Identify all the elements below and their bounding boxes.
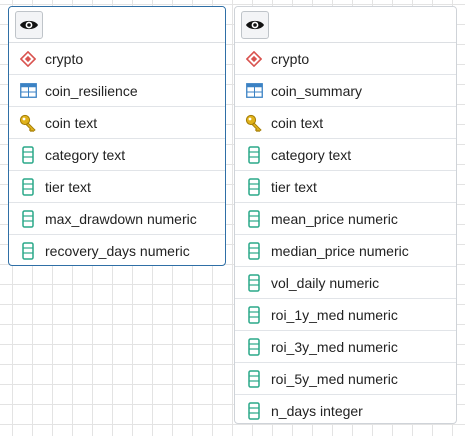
column-label: vol_daily numeric [271,274,380,291]
column-label: category text [271,146,352,163]
column-label: roi_5y_med numeric [271,370,398,387]
column-row[interactable]: tier text [9,171,225,203]
column-label: roi_3y_med numeric [271,338,398,355]
column-icon [19,145,37,164]
column-label: max_drawdown numeric [45,210,197,227]
table-name-row[interactable]: coin_summary [235,75,456,107]
column-label: category text [45,146,126,163]
column-icon [245,402,263,420]
schema-row[interactable]: crypto [235,43,456,75]
column-icon [245,209,263,228]
column-row[interactable]: roi_3y_med numeric [235,331,456,363]
column-icon [245,145,263,164]
card-header [235,7,456,43]
column-row[interactable]: tier text [235,171,456,203]
column-icon [245,305,263,324]
view-toggle-button[interactable] [15,11,43,39]
eye-icon [20,20,38,30]
schema-name: crypto [271,50,310,67]
column-label: mean_price numeric [271,210,398,227]
primary-key-label: coin text [271,114,324,131]
primary-key-row[interactable]: coin text [235,107,456,139]
column-row[interactable]: roi_5y_med numeric [235,363,456,395]
column-label: recovery_days numeric [45,243,190,259]
column-label: tier text [271,178,317,195]
schema-icon [245,50,263,68]
column-label: n_days integer [271,403,363,419]
column-icon [19,177,37,196]
table-name: coin_summary [271,82,363,99]
table-name-row[interactable]: coin_resilience [9,75,225,107]
schema-row[interactable]: crypto [9,43,225,75]
column-label: roi_1y_med numeric [271,306,398,323]
table-icon [245,82,263,100]
column-icon [245,177,263,196]
column-icon [245,369,263,388]
table-name: coin_resilience [45,82,138,99]
table-icon [19,82,37,100]
column-icon [245,273,263,292]
primary-key-row[interactable]: coin text [9,107,225,139]
primary-key-label: coin text [45,114,98,131]
view-toggle-button[interactable] [241,11,269,39]
column-row[interactable]: roi_1y_med numeric [235,299,456,331]
table-card-coin-summary[interactable]: crypto coin_summary coin text [234,6,457,424]
key-icon [19,114,37,132]
column-row[interactable]: max_drawdown numeric [9,203,225,235]
column-row[interactable]: category text [235,139,456,171]
column-row[interactable]: recovery_days numeric [9,235,225,265]
column-icon [19,242,37,260]
column-label: tier text [45,178,91,195]
card-header [9,7,225,43]
column-label: median_price numeric [271,242,409,259]
table-card-coin-resilience[interactable]: crypto coin_resilience coin text [8,6,226,266]
column-icon [19,209,37,228]
column-icon [245,337,263,356]
schema-icon [19,50,37,68]
eye-icon [246,20,264,30]
schema-name: crypto [45,50,84,67]
column-row[interactable]: mean_price numeric [235,203,456,235]
key-icon [245,114,263,132]
column-row[interactable]: vol_daily numeric [235,267,456,299]
column-icon [245,241,263,260]
column-row[interactable]: median_price numeric [235,235,456,267]
column-row[interactable]: n_days integer [235,395,456,423]
column-row[interactable]: category text [9,139,225,171]
